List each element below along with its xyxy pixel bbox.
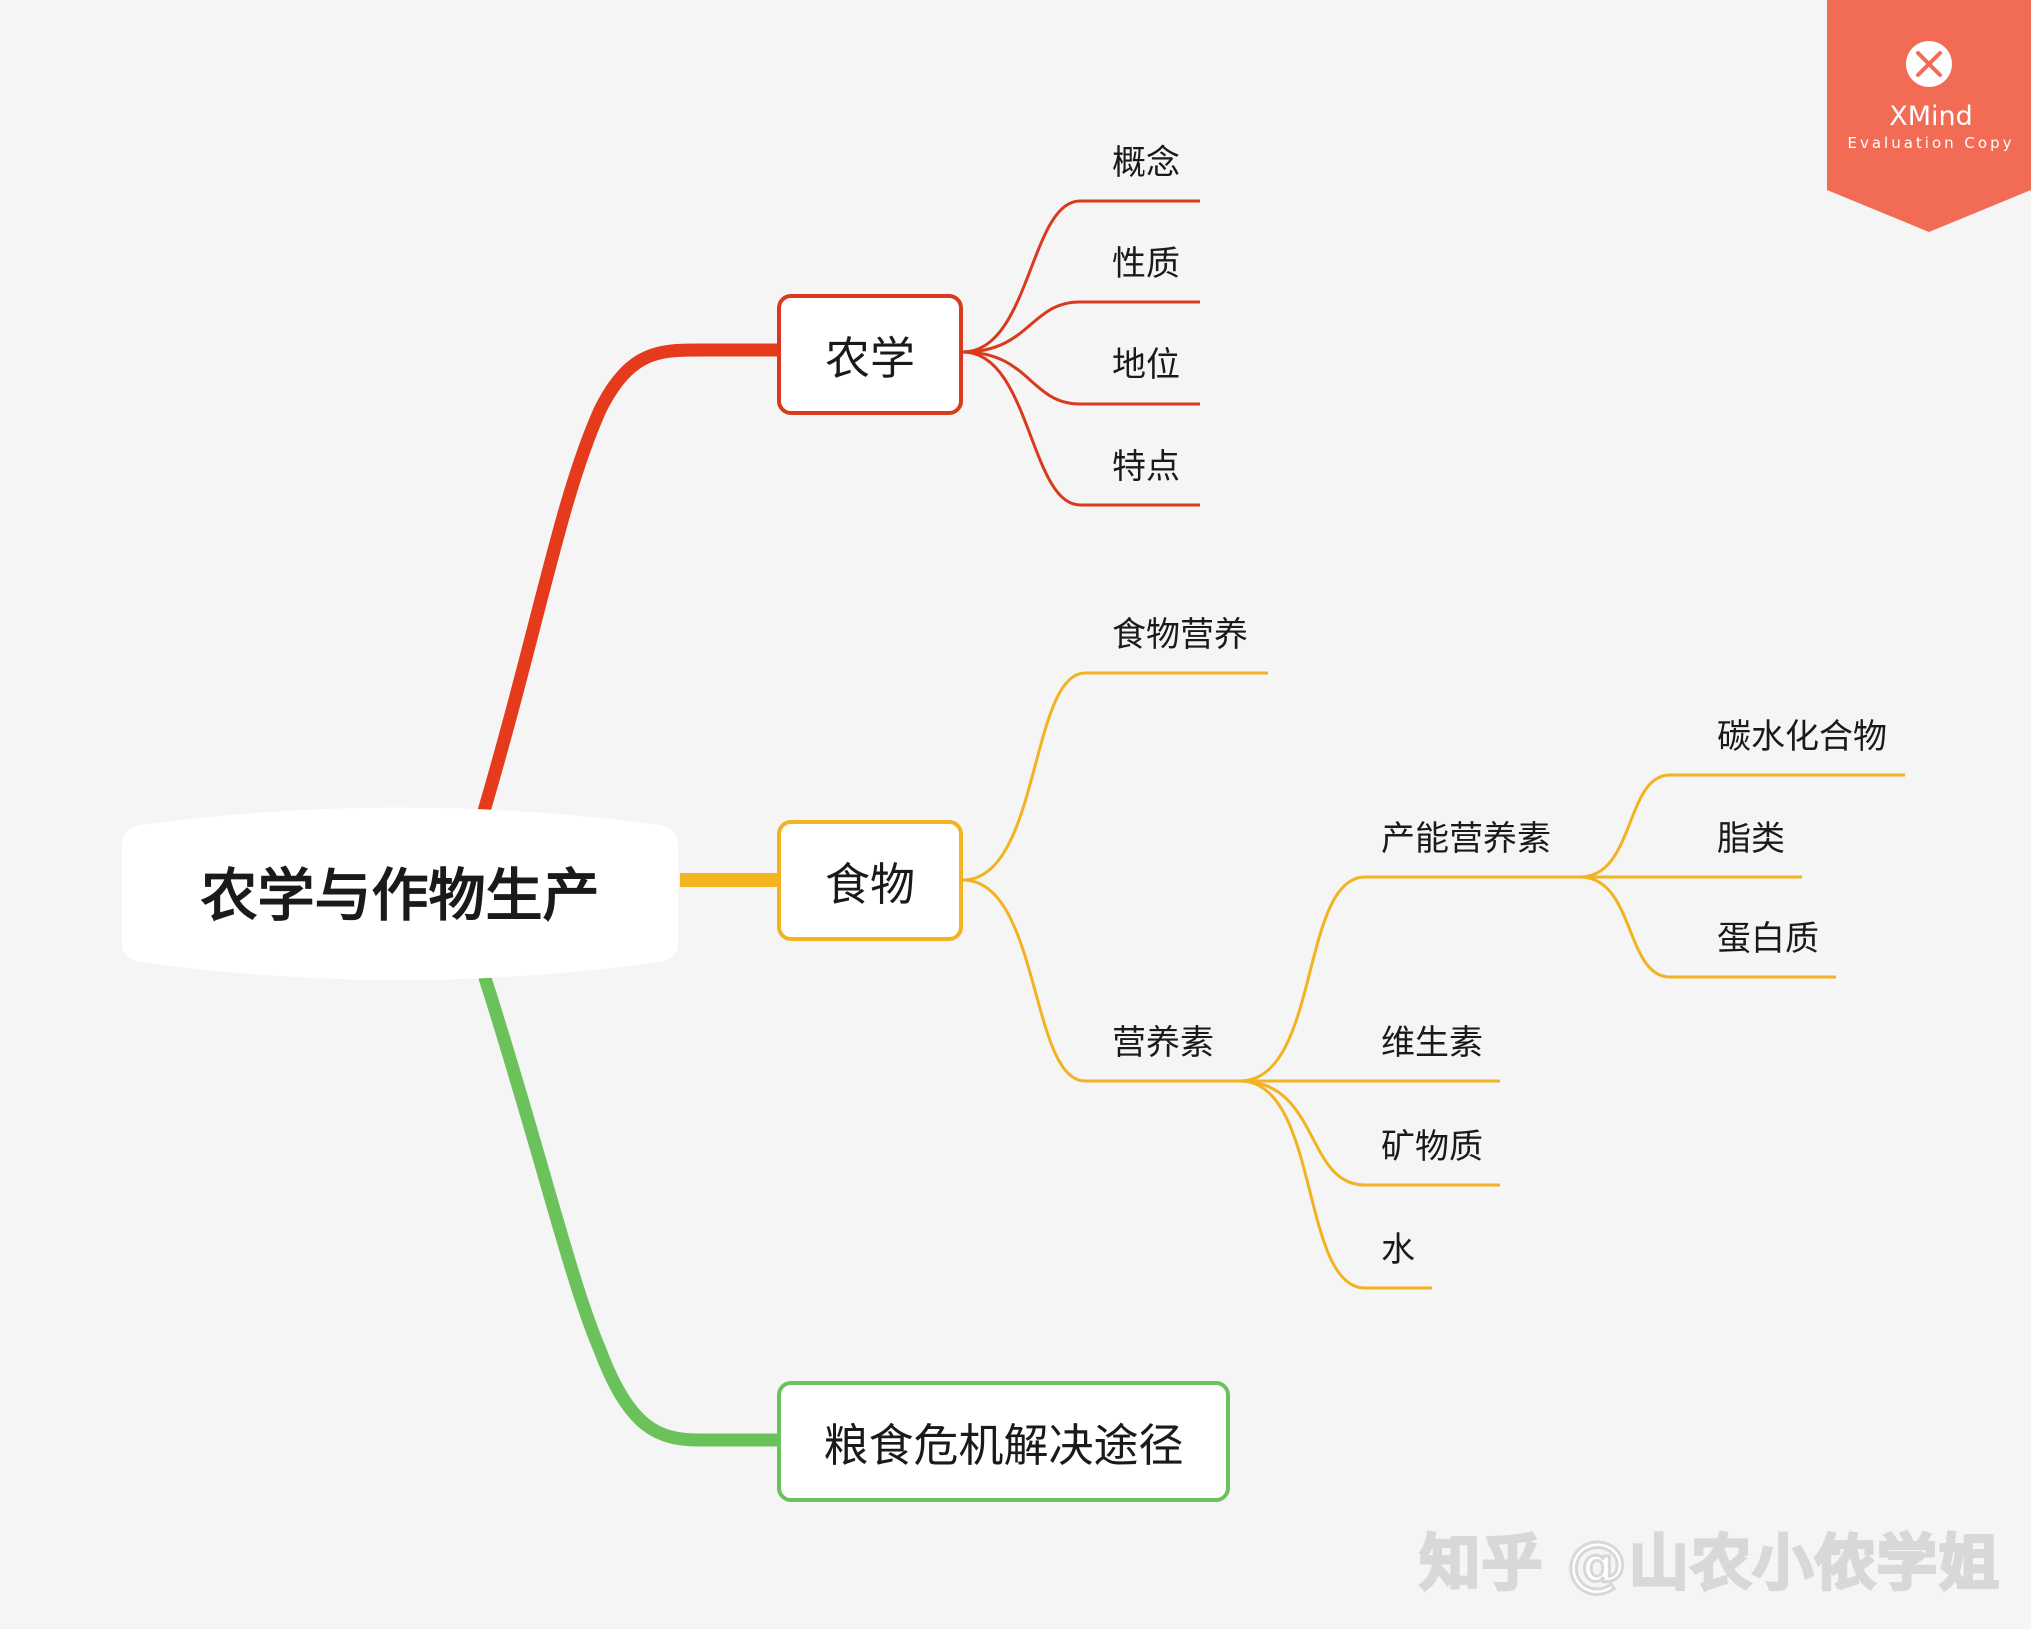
- subtopic-tanshui-huahewu[interactable]: 碳水化合物: [1717, 717, 1887, 757]
- subtopic-channeng-yingyangsu[interactable]: 产能营养素: [1381, 819, 1551, 859]
- subtopic-kuangwuzhi[interactable]: 矿物质: [1381, 1127, 1483, 1167]
- connector-shiwu-yingyangsu: [962, 878, 1240, 1083]
- xmind-badge: [1827, 0, 2031, 232]
- xmind-brand: XMind: [1889, 101, 1973, 132]
- xmind-logo-icon: [1906, 41, 1952, 87]
- connector-nongxue-xingzhi: [962, 300, 1200, 354]
- connector-yingyangsu-shui: [1239, 1079, 1432, 1290]
- subtopic-shui[interactable]: 水: [1381, 1230, 1415, 1270]
- connector-channeng-danbaizhi: [1579, 875, 1836, 979]
- subtopic-diwei[interactable]: 地位: [1112, 345, 1180, 385]
- subtopic-zhilei[interactable]: 脂类: [1717, 819, 1785, 859]
- zhihu-watermark: 知乎 @山农小侬学姐: [1419, 1528, 2001, 1601]
- connector-nongxue-tedian: [962, 350, 1200, 507]
- subtopic-xingzhi[interactable]: 性质: [1112, 244, 1180, 284]
- connector-yingyangsu-kuangwuzhi: [1239, 1079, 1500, 1187]
- connector-nongxue-diwei: [962, 350, 1200, 406]
- subtopic-shiwu-yingyang[interactable]: 食物营养: [1112, 615, 1248, 655]
- subtopic-gainian[interactable]: 概念: [1112, 143, 1180, 183]
- connector-shiwu-shiwuyingyang: [962, 671, 1268, 882]
- xmind-evaluation-label: Evaluation Copy: [1847, 134, 2015, 152]
- connector-root-nongxue: [475, 343, 785, 825]
- subtopic-tedian[interactable]: 特点: [1112, 447, 1180, 487]
- subtopic-danbaizhi[interactable]: 蛋白质: [1717, 919, 1819, 959]
- connector-nongxue-gainian: [962, 199, 1200, 354]
- subtopic-weishengsu[interactable]: 维生素: [1381, 1023, 1483, 1063]
- subtopic-yingyangsu[interactable]: 营养素: [1112, 1023, 1214, 1063]
- root-node-label[interactable]: 农学与作物生产: [200, 863, 600, 929]
- root-node-shape: [122, 807, 678, 980]
- connector-root-liangshi: [478, 971, 785, 1447]
- connector-channeng-tanshui: [1579, 773, 1905, 879]
- topic-liangshi-weiji[interactable]: 粮食危机解决途径: [777, 1381, 1230, 1502]
- topic-nongxue[interactable]: 农学: [777, 294, 963, 415]
- topic-shiwu[interactable]: 食物: [777, 820, 963, 941]
- connector-yingyangsu-channeng: [1239, 875, 1580, 1083]
